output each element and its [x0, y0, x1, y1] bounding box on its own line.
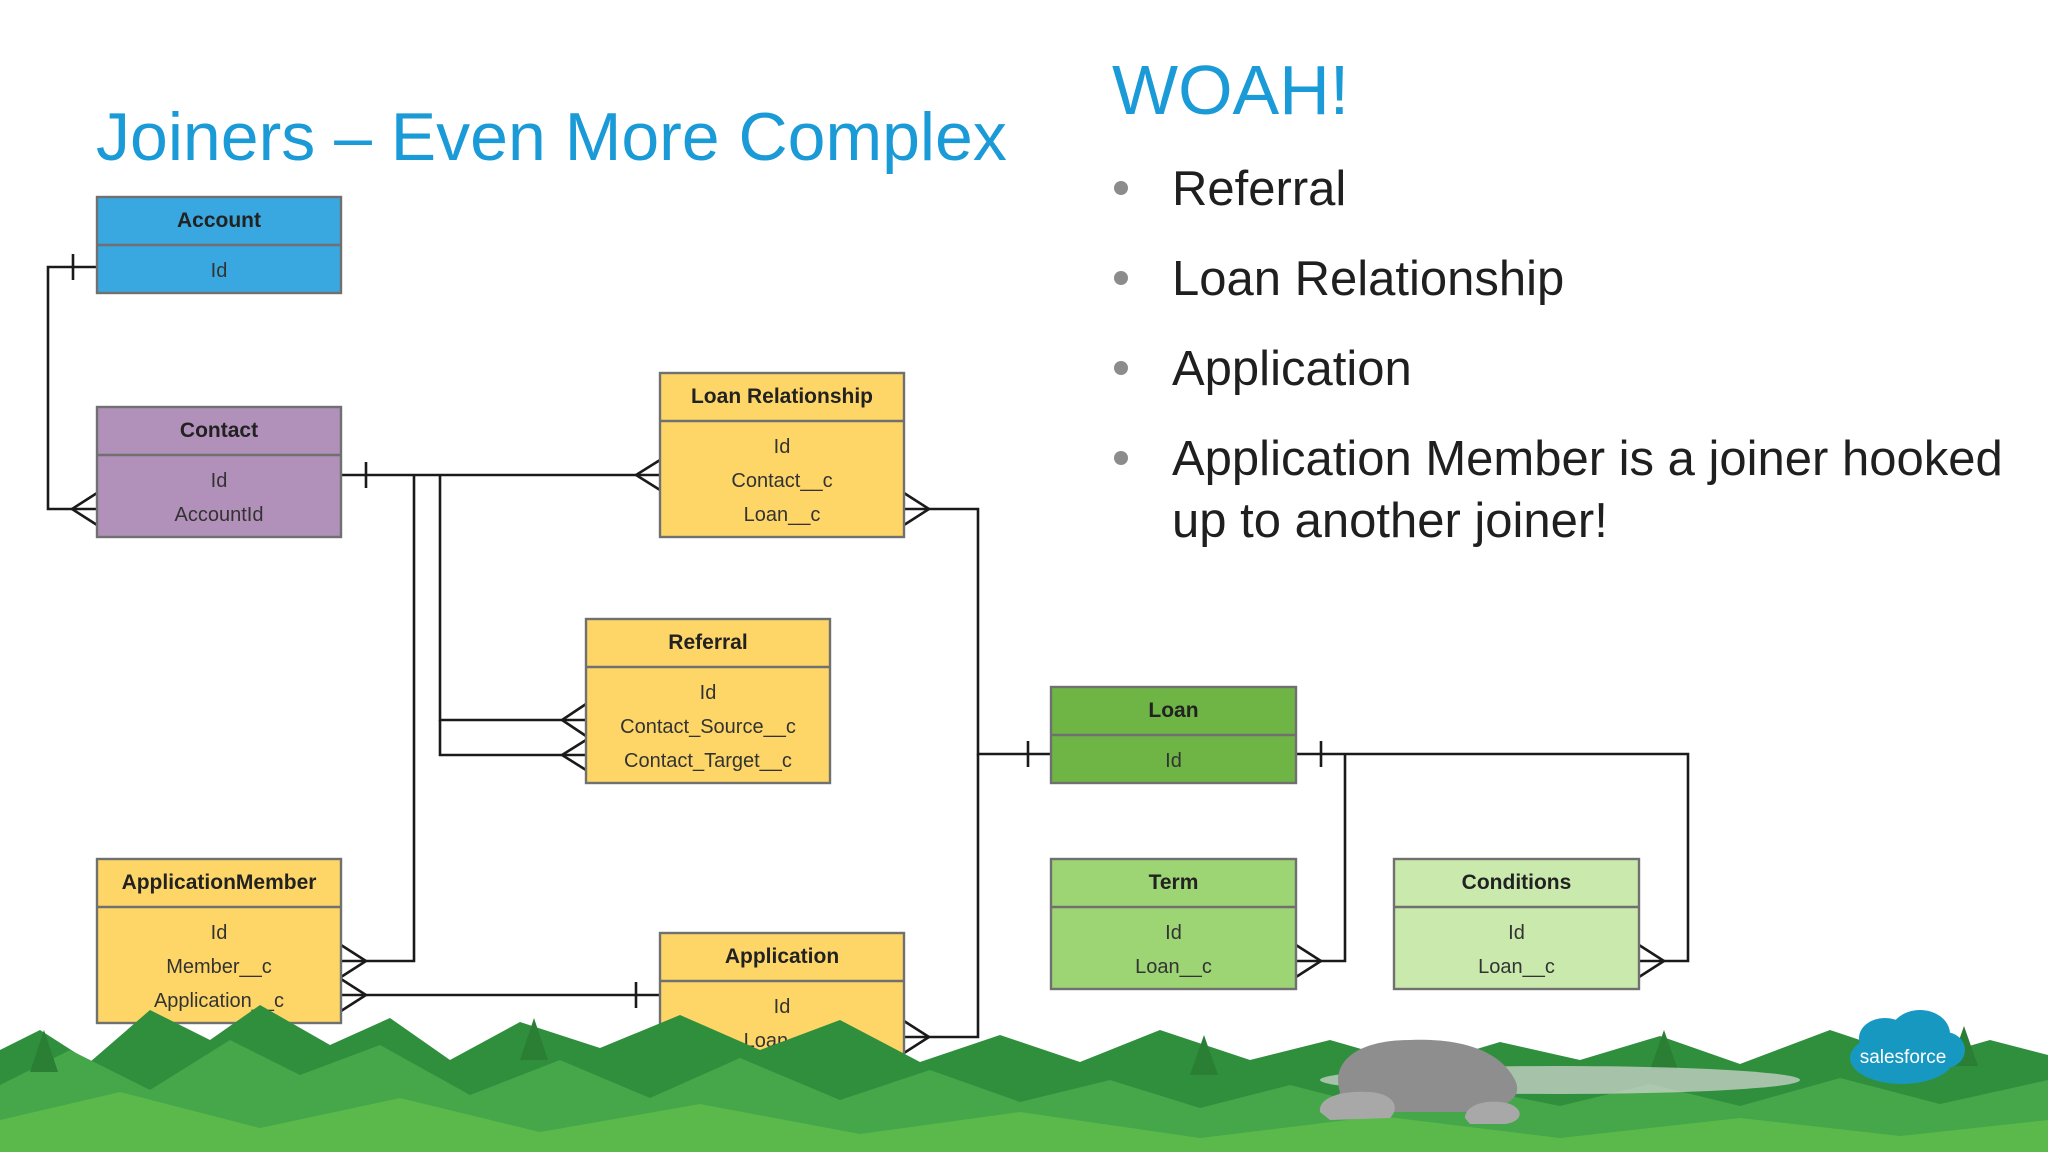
slide-heading: WOAH! [1112, 51, 1350, 129]
crowfoot-marker [340, 943, 369, 979]
entity-field: Contact_Target__c [624, 750, 792, 772]
rock-icon [1319, 1091, 1520, 1124]
cloud-shape [1925, 1032, 1965, 1068]
entity-field: Member__c [166, 956, 272, 978]
entity-box [1392, 857, 1641, 991]
entity-account: AccountId [95, 195, 343, 295]
bullet-dot-icon [1114, 271, 1128, 285]
relationship-lines [46, 254, 1690, 1055]
rock-icon [1338, 1039, 1518, 1112]
bullet-item: Referral [1112, 158, 2012, 220]
entity-box [95, 405, 343, 539]
connector-account-contact [46, 265, 97, 511]
entity-field: Id [774, 996, 791, 1018]
entity-title: Term [1149, 871, 1199, 894]
bullet-item: Application [1112, 338, 2012, 400]
crowfoot-marker [559, 702, 587, 738]
entity-box [658, 371, 906, 539]
entity-field: Loan__c [1478, 956, 1555, 978]
entity-field: Id [211, 470, 228, 492]
entity-title: Account [177, 209, 261, 232]
bullet-list: Referral Loan Relationship Application A… [1112, 158, 2012, 580]
connector-contact-referral-target [438, 720, 586, 757]
bullet-dot-icon [1114, 451, 1128, 465]
crowfoot-marker [69, 491, 98, 527]
entity-field: Id [774, 436, 791, 458]
entity-title: Loan [1148, 699, 1198, 722]
entity-field: Loan__c [1135, 956, 1212, 978]
entity-title: Conditions [1462, 871, 1572, 894]
connector-contact-referral-source [438, 475, 586, 722]
entity-field: Application__c [154, 990, 284, 1012]
bullet-item: Loan Relationship [1112, 248, 2012, 310]
entity-title: Referral [668, 631, 747, 654]
crowfoot-marker [559, 738, 587, 772]
entity-application-member: ApplicationMemberIdMember__cApplication_… [95, 857, 343, 1025]
crowfoot-marker [340, 977, 369, 1013]
near-hills [0, 1092, 2048, 1152]
bullet-dot-icon [1114, 361, 1128, 375]
entity-field: Contact_Source__c [620, 716, 796, 738]
connector-loan-term [1296, 754, 1347, 963]
entity-field: Id [1165, 922, 1182, 944]
entity-field: Id [211, 260, 228, 282]
bullet-dot-icon [1114, 181, 1128, 195]
crowfoot-marker [1295, 943, 1324, 979]
entity-title: ApplicationMember [122, 871, 317, 894]
logo-text: salesforce [1860, 1047, 1947, 1068]
crowfoot-marker [903, 491, 932, 527]
slide-title: Joiners – Even More Complex [96, 99, 1007, 175]
entity-field: Id [211, 922, 228, 944]
connector-contact-application-member [341, 475, 416, 963]
landscape-decoration [0, 1005, 2048, 1152]
entity-field: Id [1165, 750, 1182, 772]
salesforce-logo: salesforce [1850, 1010, 1965, 1084]
crowfoot-marker [1638, 943, 1667, 979]
entity-box [95, 857, 343, 1025]
entity-field: Loan__c [744, 504, 821, 526]
entity-box [1049, 857, 1298, 991]
entity-title: Contact [180, 419, 258, 442]
bullet-text: Loan Relationship [1172, 252, 1565, 306]
entity-referral: ReferralIdContact_Source__cContact_Targe… [584, 617, 832, 785]
bullet-text: Application Member is a joiner hooked up… [1172, 432, 2003, 548]
entity-box [584, 617, 832, 785]
entity-field: Id [700, 682, 717, 704]
bullet-text: Referral [1172, 162, 1347, 216]
mid-mountains [0, 1040, 2048, 1152]
bullet-text: Application [1172, 342, 1412, 396]
entity-field: AccountId [175, 504, 264, 526]
entity-title: Application [725, 945, 839, 968]
entity-field: Contact__c [731, 470, 832, 492]
crowfoot-marker [903, 1019, 932, 1055]
bullet-item: Application Member is a joiner hooked up… [1112, 428, 2012, 552]
entity-field: Id [1508, 922, 1525, 944]
connector-loan-relationship-loan [904, 507, 1051, 756]
connector-application-loan [904, 754, 980, 1039]
entity-title: Loan Relationship [691, 385, 873, 408]
